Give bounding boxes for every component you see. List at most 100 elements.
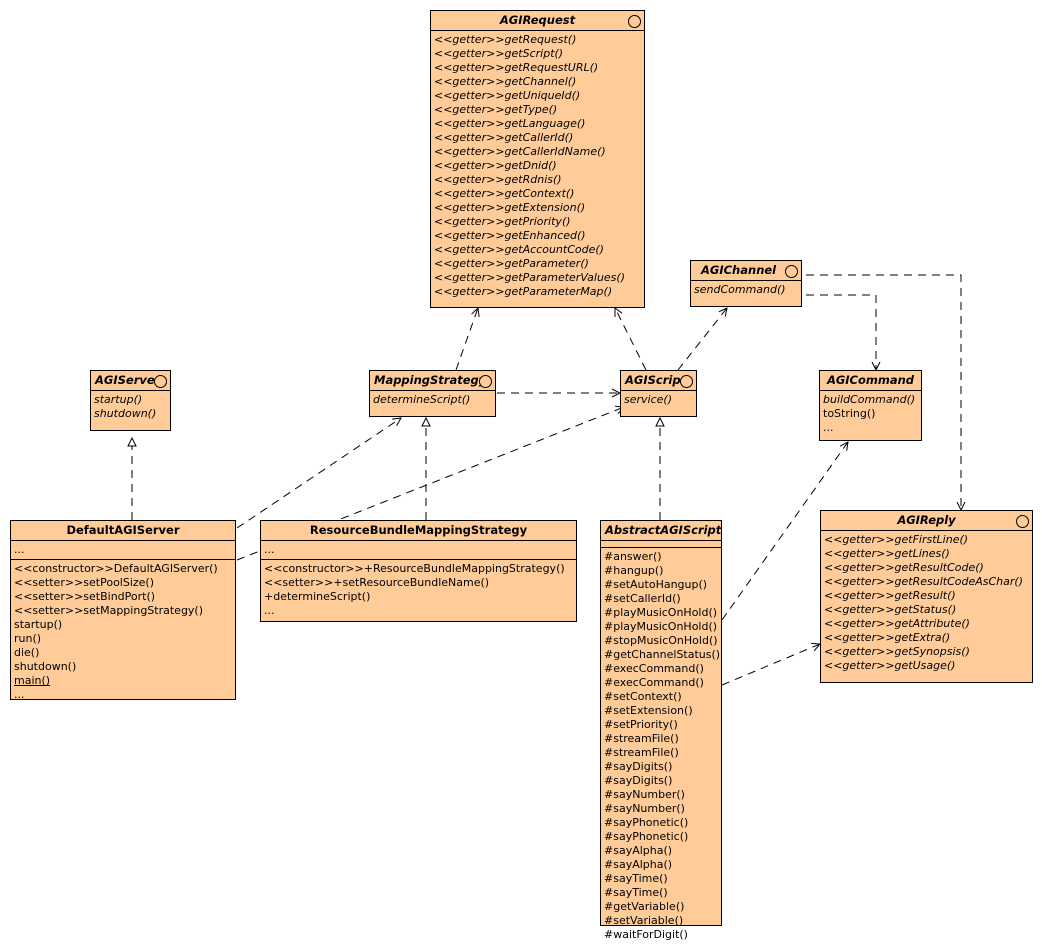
operation: #waitForDigit() — [604, 928, 688, 941]
operation: <<getter>>getExtra() — [824, 631, 951, 644]
operation: <<constructor>>DefaultAGIServer() — [14, 562, 218, 575]
class-name: AGIChannel — [691, 261, 801, 281]
operation: <<getter>>getDnid() — [434, 159, 557, 172]
operation: <<getter>>getSynopsis() — [824, 645, 970, 658]
interface-icon — [154, 375, 167, 388]
operation: service() — [624, 393, 672, 406]
operation: #sayAlpha() — [604, 844, 673, 857]
operation: main() — [14, 674, 51, 687]
operations: sendCommand() — [691, 281, 801, 299]
operation: <<getter>>getScript() — [434, 47, 564, 60]
dep-agiscript-agirequest — [615, 308, 647, 371]
operation: <<getter>>getUniqueId() — [434, 89, 581, 102]
class-agirequest[interactable]: AGIRequest <<getter>>getRequest()<<gette… — [430, 10, 645, 308]
operation: #sayAlpha() — [604, 858, 673, 871]
operation: #stopMusicOnHold() — [604, 634, 718, 647]
operation: <<getter>>getAccountCode() — [434, 243, 604, 256]
operation: #streamFile() — [604, 732, 679, 745]
operation: #execCommand() — [604, 662, 704, 675]
operations: buildCommand()toString()... — [820, 391, 921, 437]
operation: <<getter>>getParameterMap() — [434, 285, 613, 298]
operation: <<getter>>getPriority() — [434, 215, 571, 228]
class-agichannel[interactable]: AGIChannel sendCommand() — [690, 260, 802, 307]
operation: <<getter>>getLines() — [824, 547, 950, 560]
operation: #sayTime() — [604, 872, 668, 885]
interface-icon — [680, 375, 693, 388]
operation: ... — [264, 604, 275, 617]
class-agicommand[interactable]: AGICommand buildCommand()toString()... — [819, 370, 922, 441]
attributes: ... — [11, 541, 235, 560]
operation: #execCommand() — [604, 676, 704, 689]
operation: <<setter>>+setResourceBundleName() — [264, 576, 490, 589]
operation: #getVariable() — [604, 900, 685, 913]
operation: <<getter>>getExtension() — [434, 201, 586, 214]
interface-icon — [628, 15, 641, 28]
operation: #sayNumber() — [604, 788, 685, 801]
operation: #sayNumber() — [604, 802, 685, 815]
operation: <<setter>>setMappingStrategy() — [14, 604, 204, 617]
class-mappingstrategy[interactable]: MappingStrategy determineScript() — [369, 370, 496, 417]
operation: <<setter>>setPoolSize() — [14, 576, 155, 589]
operation: <<getter>>getStatus() — [824, 603, 957, 616]
operation: #setVariable() — [604, 914, 684, 927]
operation: <<getter>>getChannel() — [434, 75, 577, 88]
dep-defaultagiserver-mappingstrategy — [236, 418, 401, 529]
operation: <<setter>>setBindPort() — [14, 590, 156, 603]
class-name: DefaultAGIServer — [11, 521, 235, 541]
class-name: AGICommand — [820, 371, 921, 391]
operations: <<constructor>>+ResourceBundleMappingStr… — [261, 560, 576, 620]
operation: <<getter>>getParameterValues() — [434, 271, 625, 284]
interface-icon — [1016, 515, 1029, 528]
operation: shutdown() — [14, 660, 77, 673]
operations: startup()shutdown() — [91, 391, 170, 423]
class-agiscript[interactable]: AGIScript service() — [620, 370, 697, 417]
attribute: ... — [264, 543, 275, 556]
operation: #playMusicOnHold() — [604, 606, 718, 619]
operation: <<getter>>getCallerIdName() — [434, 145, 606, 158]
operation: <<getter>>getResult() — [824, 589, 956, 602]
operations: <<constructor>>DefaultAGIServer()<<sette… — [11, 560, 235, 704]
operation: #streamFile() — [604, 746, 679, 759]
operation: <<getter>>getFirstLine() — [824, 533, 969, 546]
operation: <<getter>>getUsage() — [824, 659, 956, 672]
operation: startup() — [94, 393, 143, 406]
class-name: AGIReply — [821, 511, 1032, 531]
operation: ... — [14, 688, 25, 701]
operation: #getChannelStatus() — [604, 648, 721, 661]
operation: #sayPhonetic() — [604, 830, 689, 843]
class-abstractagiscript[interactable]: AbstractAGIScript #answer()#hangup()#set… — [600, 520, 722, 941]
operation: die() — [14, 646, 40, 659]
class-resourcebundlemappingstrategy[interactable]: ResourceBundleMappingStrategy ... <<cons… — [260, 520, 577, 622]
operation: #sayTime() — [604, 886, 668, 899]
operation: <<getter>>getLanguage() — [434, 117, 586, 130]
operations: determineScript() — [370, 391, 495, 409]
attributes: ... — [261, 541, 576, 560]
dep-abstractagiscript-agireply — [721, 644, 820, 686]
operations: #answer()#hangup()#setAutoHangup()#setCa… — [601, 548, 721, 944]
operation: <<getter>>getType() — [434, 103, 558, 116]
operation: <<getter>>getAttribute() — [824, 617, 970, 630]
attributes — [601, 541, 721, 548]
attribute: ... — [14, 543, 25, 556]
class-name: ResourceBundleMappingStrategy — [261, 521, 576, 541]
class-agiserver[interactable]: AGIServer startup()shutdown() — [90, 370, 171, 431]
operation: <<getter>>getParameter() — [434, 257, 589, 270]
operation: <<getter>>getRdnis() — [434, 173, 562, 186]
class-defaultagiserver[interactable]: DefaultAGIServer ... <<constructor>>Defa… — [10, 520, 236, 701]
class-agireply[interactable]: AGIReply <<getter>>getFirstLine()<<gette… — [820, 510, 1033, 683]
dep-agichannel-agicommand — [806, 294, 876, 370]
operation: #setPriority() — [604, 718, 678, 731]
operation: toString() — [823, 407, 876, 420]
operation: #sayDigits() — [604, 760, 673, 773]
operation: <<constructor>>+ResourceBundleMappingStr… — [264, 562, 565, 575]
class-name: AbstractAGIScript — [601, 521, 721, 541]
class-name: AGIServer — [91, 371, 170, 391]
operation: #hangup() — [604, 564, 664, 577]
operation: ... — [823, 421, 834, 434]
class-name: AGIRequest — [431, 11, 644, 31]
operation: <<getter>>getRequestURL() — [434, 61, 599, 74]
operations: <<getter>>getFirstLine()<<getter>>getLin… — [821, 531, 1032, 675]
operation: <<getter>>getResultCode() — [824, 561, 984, 574]
operation: <<getter>>getResultCodeAsChar() — [824, 575, 1023, 588]
operation: shutdown() — [94, 407, 157, 420]
